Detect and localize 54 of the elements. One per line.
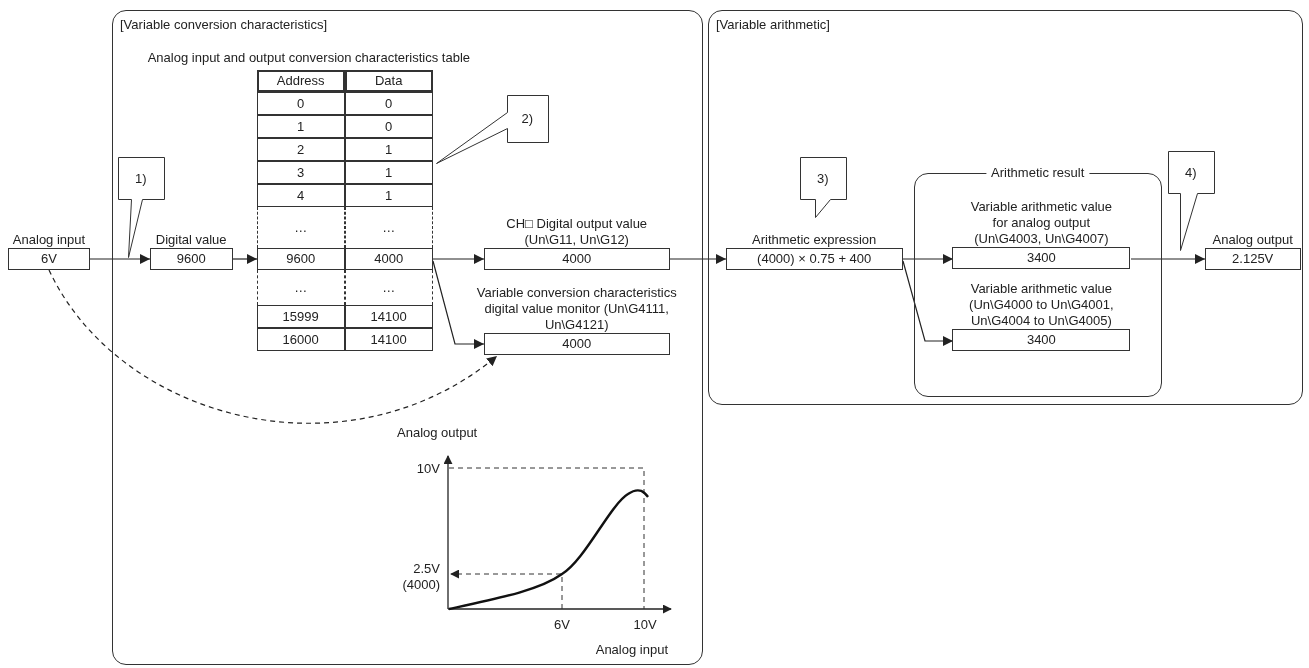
table-title: Analog input and output conversion characteristics table bbox=[147, 49, 470, 66]
value-label: Variable conversion characteristics digital value monitor (Un\G4111, Un\G4121) bbox=[475, 283, 678, 333]
table-cell: 9600 bbox=[256, 247, 345, 270]
value-label: Digital value bbox=[154, 230, 228, 248]
arrow bbox=[669, 254, 727, 264]
value-label: CH□ Digital output value (Un\G11, Un\G12) bbox=[505, 214, 649, 248]
value-label: Arithmetic expression bbox=[751, 230, 878, 248]
axis-label: 10V bbox=[632, 617, 658, 633]
axis-label: Analog input bbox=[594, 642, 668, 658]
arrow bbox=[1130, 254, 1206, 264]
table-cell: … bbox=[256, 269, 345, 305]
table-cell: … bbox=[344, 206, 433, 248]
axis-label: 10V bbox=[415, 461, 440, 477]
arrow bbox=[232, 254, 258, 264]
value-box: 4000 bbox=[483, 247, 670, 270]
panel bbox=[112, 10, 703, 665]
value-label: Variable arithmetic value for analog output (Un\G4003, Un\G4007) bbox=[969, 198, 1114, 248]
table-cell: 0 bbox=[256, 91, 345, 115]
value-label: Analog input bbox=[11, 231, 87, 248]
value-label: Analog output bbox=[1211, 230, 1294, 248]
value-box: (4000) × 0.75 + 400 bbox=[725, 247, 903, 270]
panel-title: [Variable conversion characteristics] bbox=[120, 17, 328, 32]
arrow bbox=[902, 260, 954, 346]
value-box: 6V bbox=[8, 248, 90, 270]
value-label: Variable arithmetic value (Un\G4000 to Un\G4001, Un\G4004 to Un\G4005) bbox=[968, 280, 1115, 330]
table-cell: … bbox=[256, 206, 345, 248]
value-box: 3400 bbox=[952, 329, 1131, 352]
table-cell: 15999 bbox=[256, 304, 345, 328]
axis-label: 6V bbox=[553, 617, 571, 633]
table-cell: 1 bbox=[256, 114, 345, 138]
callout-number: 4) bbox=[1184, 164, 1197, 180]
axis-label: Analog output bbox=[397, 425, 478, 441]
table-cell: … bbox=[344, 269, 433, 305]
panel bbox=[708, 10, 1303, 405]
value-box: 4000 bbox=[483, 332, 670, 355]
value-box: 3400 bbox=[952, 247, 1131, 270]
table-cell: Data bbox=[344, 69, 433, 92]
callout-number: 1) bbox=[134, 170, 147, 186]
table-cell: 4 bbox=[256, 183, 345, 207]
arrow bbox=[432, 254, 485, 264]
table-cell: Address bbox=[256, 69, 345, 92]
axis-label: 2.5V (4000) bbox=[401, 561, 440, 593]
value-box: 2.125V bbox=[1204, 247, 1301, 270]
arrow bbox=[902, 254, 954, 264]
arrow bbox=[432, 260, 485, 349]
panel-title: [Variable arithmetic] bbox=[716, 17, 830, 32]
table-cell: 16000 bbox=[256, 327, 345, 351]
callout-number: 3) bbox=[816, 170, 829, 186]
table-cell: 2 bbox=[256, 137, 345, 161]
dashed-arrow bbox=[48, 269, 498, 424]
arrow bbox=[89, 254, 151, 264]
value-box: 9600 bbox=[149, 247, 233, 270]
table-cell: 3 bbox=[256, 160, 345, 184]
callout-number: 2) bbox=[521, 110, 533, 126]
